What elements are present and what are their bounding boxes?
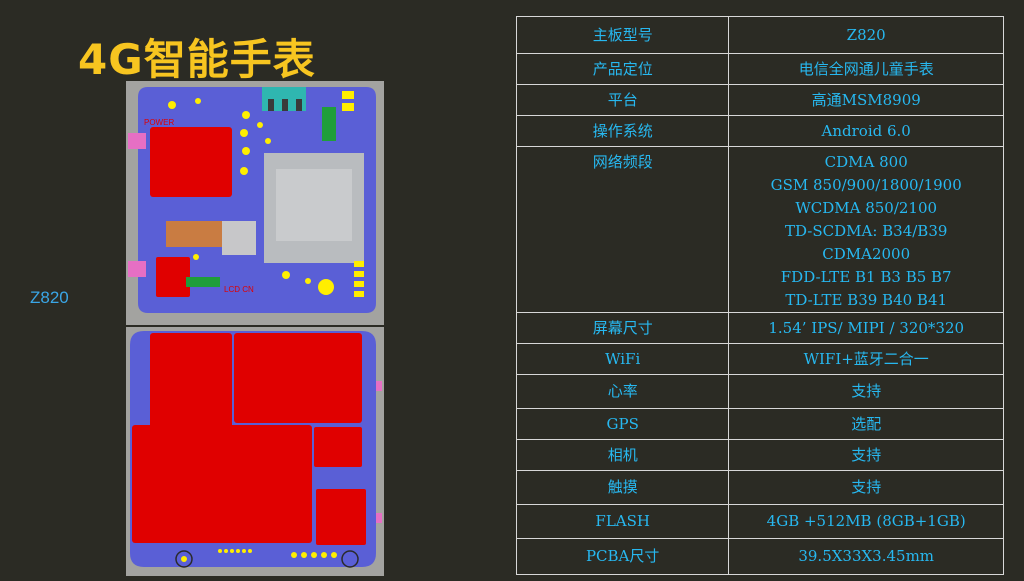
spec-key: GPS <box>515 408 730 440</box>
table-row: 产品定位 电信全网通儿童手表 <box>515 53 1004 85</box>
model-label: Z820 <box>30 288 69 307</box>
spec-value: 39.5X33X3.45mm <box>728 538 1004 575</box>
table-row: 屏幕尺寸 1.54’ IPS/ MIPI / 320*320 <box>515 312 1004 344</box>
spec-key: 心率 <box>515 374 730 409</box>
band-line: CDMA 800 <box>824 153 908 171</box>
spec-value: 支持 <box>728 374 1004 409</box>
pcb-label-lcd: LCD CN <box>224 285 254 294</box>
table-row: 主板型号 Z820 <box>515 16 1004 54</box>
table-row: 心率 支持 <box>515 374 1004 409</box>
spec-key: 屏幕尺寸 <box>515 312 730 344</box>
table-row: 网络频段 CDMA 800 GSM 850/900/1800/1900 WCDM… <box>515 146 1004 313</box>
table-row: FLASH 4GB +512MB (8GB+1GB) <box>515 504 1004 539</box>
spec-key: PCBA尺寸 <box>515 538 730 575</box>
spec-table: 主板型号 Z820 产品定位 电信全网通儿童手表 平台 高通MSM8909 操作… <box>515 16 1004 575</box>
pcb-bottom-image <box>126 327 384 576</box>
spec-value: 支持 <box>728 439 1004 471</box>
spec-value: WIFI+蓝牙二合一 <box>728 343 1004 375</box>
spec-key: 主板型号 <box>515 16 730 54</box>
band-line: TD-SCDMA: B34/B39 <box>784 222 948 240</box>
spec-key: WiFi <box>515 343 730 375</box>
spec-value: 4GB +512MB (8GB+1GB) <box>728 504 1004 539</box>
spec-value: 选配 <box>728 408 1004 440</box>
table-row: 平台 高通MSM8909 <box>515 84 1004 116</box>
table-row: PCBA尺寸 39.5X33X3.45mm <box>515 538 1004 575</box>
pcb-label-power: POWER <box>144 118 174 127</box>
band-line: GSM 850/900/1800/1900 <box>770 176 962 194</box>
spec-value: 支持 <box>728 470 1004 505</box>
pcb-top-image: POWER LCD CN <box>126 81 384 325</box>
band-line: CDMA2000 <box>822 245 911 263</box>
spec-key: 网络频段 <box>515 146 730 313</box>
spec-value: 电信全网通儿童手表 <box>728 53 1004 85</box>
table-row: 操作系统 Android 6.0 <box>515 115 1004 147</box>
table-row: GPS 选配 <box>515 408 1004 440</box>
spec-value: 高通MSM8909 <box>728 84 1004 116</box>
band-line: TD-LTE B39 B40 B41 <box>785 291 948 309</box>
spec-key: FLASH <box>515 504 730 539</box>
table-row: 相机 支持 <box>515 439 1004 471</box>
spec-value: Android 6.0 <box>728 115 1004 147</box>
spec-value: 1.54’ IPS/ MIPI / 320*320 <box>728 312 1004 344</box>
spec-key: 平台 <box>515 84 730 116</box>
page-title: 4G智能手表 <box>78 35 316 84</box>
spec-value: Z820 <box>728 16 1004 54</box>
table-row: 触摸 支持 <box>515 470 1004 505</box>
spec-key: 产品定位 <box>515 53 730 85</box>
spec-key: 触摸 <box>515 470 730 505</box>
table-row: WiFi WIFI+蓝牙二合一 <box>515 343 1004 375</box>
spec-value-multiline: CDMA 800 GSM 850/900/1800/1900 WCDMA 850… <box>728 146 1004 313</box>
band-line: FDD-LTE B1 B3 B5 B7 <box>780 268 952 286</box>
spec-key: 操作系统 <box>515 115 730 147</box>
band-line: WCDMA 850/2100 <box>795 199 938 217</box>
spec-key: 相机 <box>515 439 730 471</box>
